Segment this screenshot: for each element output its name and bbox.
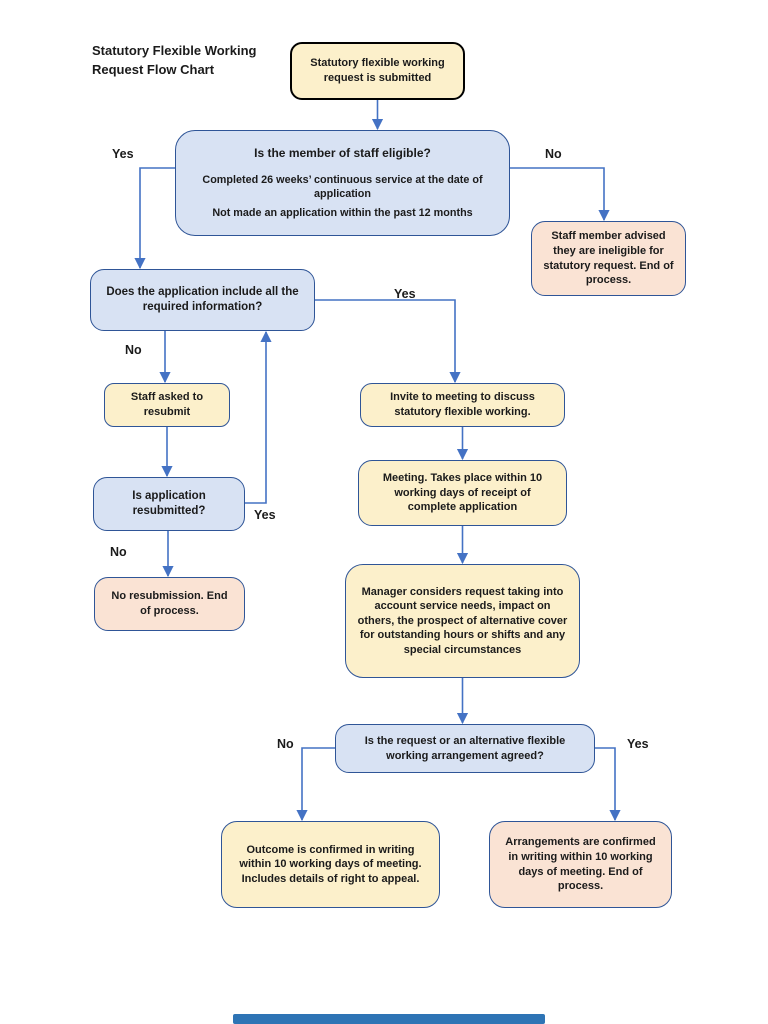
node-request-submitted-text: Statutory flexible working request is su…	[310, 57, 445, 84]
node-required-info-text: Does the application include all the req…	[106, 285, 299, 313]
node-request-submitted: Statutory flexible working request is su…	[290, 42, 465, 100]
node-staff-resubmit: Staff asked to resubmit	[104, 383, 230, 427]
page-title-line1: Statutory Flexible Working	[92, 43, 257, 58]
node-manager-considers-text: Manager considers request taking into ac…	[357, 585, 568, 656]
arrow-agreed-yes-to-arrangements	[595, 747, 621, 822]
node-no-resubmission-text: No resubmission. End of process.	[111, 590, 228, 617]
node-invite-meeting: Invite to meeting to discuss statutory f…	[360, 383, 565, 427]
node-manager-considers: Manager considers request taking into ac…	[345, 564, 580, 678]
label-info-no: No	[125, 343, 142, 357]
label-eligible-yes: Yes	[112, 147, 134, 161]
node-eligibility-decision: Is the member of staff eligible? Complet…	[175, 130, 510, 236]
node-required-info-decision: Does the application include all the req…	[90, 269, 315, 331]
node-no-resubmission-end: No resubmission. End of process.	[94, 577, 245, 631]
arrow-eligible-no-to-ineligible	[510, 167, 610, 222]
label-agreed-yes: Yes	[627, 737, 649, 751]
node-meeting-text: Meeting. Takes place within 10 working d…	[382, 472, 543, 514]
page-title: Statutory Flexible Working Request Flow …	[92, 42, 302, 80]
node-arrangements-confirmed-text: Arrangements are confirmed in writing wi…	[505, 836, 656, 893]
label-resubmitted-yes: Yes	[254, 508, 276, 522]
node-eligibility-heading: Is the member of staff eligible?	[254, 145, 431, 160]
node-resubmitted-text: Is application resubmitted?	[132, 489, 206, 517]
node-staff-resubmit-text: Staff asked to resubmit	[130, 391, 204, 418]
node-eligibility-point1: Completed 26 weeks’ continuous service a…	[202, 173, 483, 200]
label-agreed-no: No	[277, 737, 294, 751]
label-info-yes: Yes	[394, 287, 416, 301]
node-agreement-decision: Is the request or an alternative flexibl…	[335, 724, 595, 773]
arrow-resubmitted-yes-to-info	[245, 330, 272, 504]
node-outcome-confirmed: Outcome is confirmed in writing within 1…	[221, 821, 440, 908]
node-invite-meeting-text: Invite to meeting to discuss statutory f…	[390, 391, 535, 418]
arrow-info-yes-to-invite	[315, 299, 461, 384]
node-resubmitted-decision: Is application resubmitted?	[93, 477, 245, 531]
scrollbar-thumb[interactable]	[233, 1014, 545, 1024]
label-eligible-no: No	[545, 147, 562, 161]
node-ineligible-end: Staff member advised they are ineligible…	[531, 221, 686, 296]
node-arrangements-confirmed-end: Arrangements are confirmed in writing wi…	[489, 821, 672, 908]
label-resubmitted-no: No	[110, 545, 127, 559]
arrow-agreed-no-to-outcome	[296, 747, 335, 822]
node-outcome-confirmed-text: Outcome is confirmed in writing within 1…	[239, 843, 422, 885]
node-eligibility-point2: Not made an application within the past …	[212, 207, 473, 220]
node-ineligible-end-text: Staff member advised they are ineligible…	[543, 230, 674, 287]
node-agreement-decision-text: Is the request or an alternative flexibl…	[364, 734, 566, 762]
page-title-line2: Request Flow Chart	[92, 61, 215, 77]
arrow-eligible-yes-to-info	[134, 167, 175, 270]
node-meeting: Meeting. Takes place within 10 working d…	[358, 460, 567, 526]
